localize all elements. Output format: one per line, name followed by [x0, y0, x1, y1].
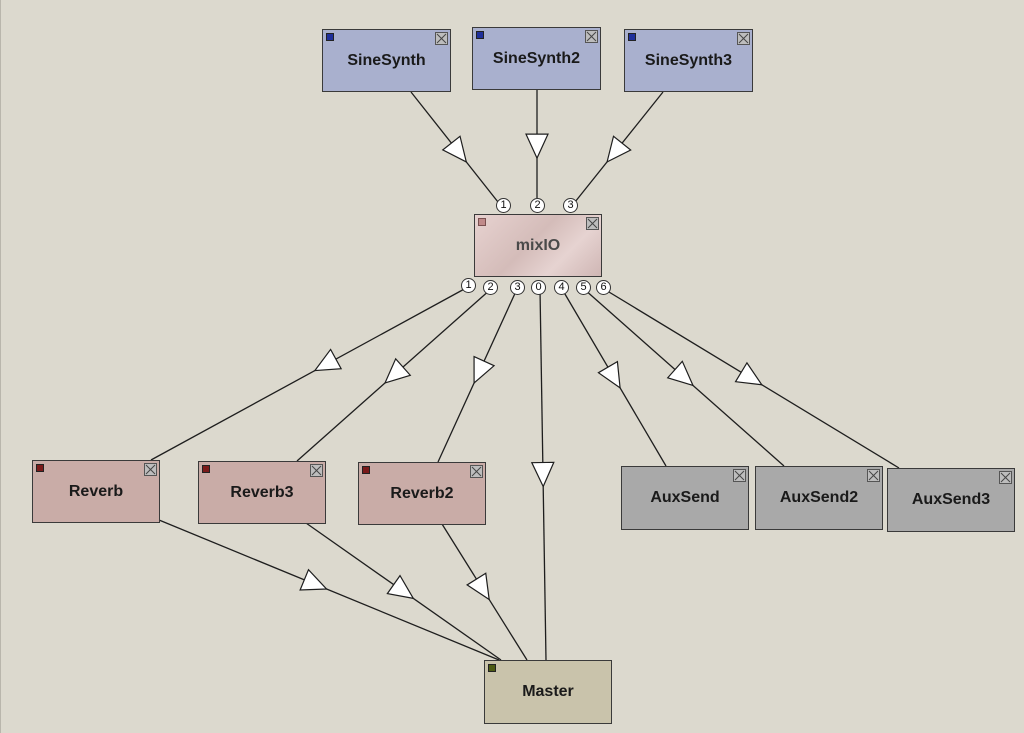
- node-auxsend2[interactable]: AuxSend2: [755, 466, 883, 530]
- close-icon[interactable]: [999, 471, 1012, 484]
- close-icon[interactable]: [470, 465, 483, 478]
- mixio-input-port-3[interactable]: 3: [563, 198, 578, 213]
- node-label: Reverb2: [390, 484, 454, 502]
- node-label: Reverb: [68, 482, 124, 500]
- node-color-indicator: [488, 664, 496, 672]
- connection-arrow-icon: [525, 133, 549, 160]
- node-label: SineSynth3: [644, 51, 733, 69]
- connection-arrow-icon: [666, 360, 695, 387]
- mixio-input-port-1[interactable]: 1: [496, 198, 511, 213]
- close-icon[interactable]: [737, 32, 750, 45]
- mixio-output-port-4[interactable]: 4: [554, 280, 569, 295]
- node-reverb[interactable]: Reverb: [32, 460, 160, 523]
- close-icon[interactable]: [733, 469, 746, 482]
- close-icon[interactable]: [310, 464, 323, 477]
- node-color-indicator: [202, 465, 210, 473]
- node-mixio[interactable]: mixIO: [474, 214, 602, 277]
- node-auxsend3[interactable]: AuxSend3: [887, 468, 1015, 532]
- node-sinesynth[interactable]: SineSynth: [322, 29, 451, 92]
- connection-arrow-icon: [466, 572, 490, 601]
- connection-arrow-icon: [441, 135, 468, 164]
- connection-arrow-icon: [734, 361, 763, 386]
- connection-arrow-icon: [530, 461, 555, 488]
- node-sinesynth3[interactable]: SineSynth3: [624, 29, 753, 92]
- connection-arrow-icon: [383, 357, 412, 384]
- node-auxsend[interactable]: AuxSend: [621, 466, 749, 530]
- node-sinesynth2[interactable]: SineSynth2: [472, 27, 601, 90]
- close-icon[interactable]: [867, 469, 880, 482]
- node-color-indicator: [476, 31, 484, 39]
- node-color-indicator: [478, 218, 486, 226]
- mixio-output-port-2[interactable]: 2: [483, 280, 498, 295]
- mixio-output-port-0[interactable]: 0: [531, 280, 546, 295]
- node-reverb2[interactable]: Reverb2: [358, 462, 486, 525]
- node-label: SineSynth2: [492, 49, 581, 67]
- close-icon[interactable]: [144, 463, 157, 476]
- node-label: AuxSend3: [911, 491, 991, 508]
- node-label: Master: [522, 683, 574, 700]
- mixio-output-port-1[interactable]: 1: [461, 278, 476, 293]
- connection-reverb-to-master[interactable]: [158, 519, 500, 661]
- node-color-indicator: [362, 466, 370, 474]
- connection-arrow-icon: [597, 360, 621, 390]
- node-color-indicator: [36, 464, 44, 472]
- mixio-output-port-3[interactable]: 3: [510, 280, 525, 295]
- node-master[interactable]: Master: [484, 660, 612, 724]
- node-color-indicator: [628, 33, 636, 41]
- node-label: SineSynth: [347, 51, 426, 69]
- node-label: AuxSend2: [779, 489, 859, 506]
- connection-arrow-icon: [299, 568, 328, 591]
- node-label: AuxSend: [650, 489, 720, 506]
- connection-arrow-icon: [386, 574, 415, 600]
- mixio-input-port-2[interactable]: 2: [530, 198, 545, 213]
- connection-arrow-icon: [606, 135, 632, 163]
- close-icon[interactable]: [586, 217, 599, 230]
- mixio-output-port-5[interactable]: 5: [576, 280, 591, 295]
- close-icon[interactable]: [435, 32, 448, 45]
- close-icon[interactable]: [585, 30, 598, 43]
- connection-arrow-icon: [313, 348, 343, 372]
- node-color-indicator: [326, 33, 334, 41]
- mixio-output-port-6[interactable]: 6: [596, 280, 611, 295]
- node-reverb3[interactable]: Reverb3: [198, 461, 326, 524]
- connection-mixio-to-reverb[interactable]: [150, 286, 469, 461]
- node-label: mixIO: [515, 236, 561, 254]
- node-label: Reverb3: [230, 483, 294, 501]
- connection-arrow-icon: [473, 355, 496, 385]
